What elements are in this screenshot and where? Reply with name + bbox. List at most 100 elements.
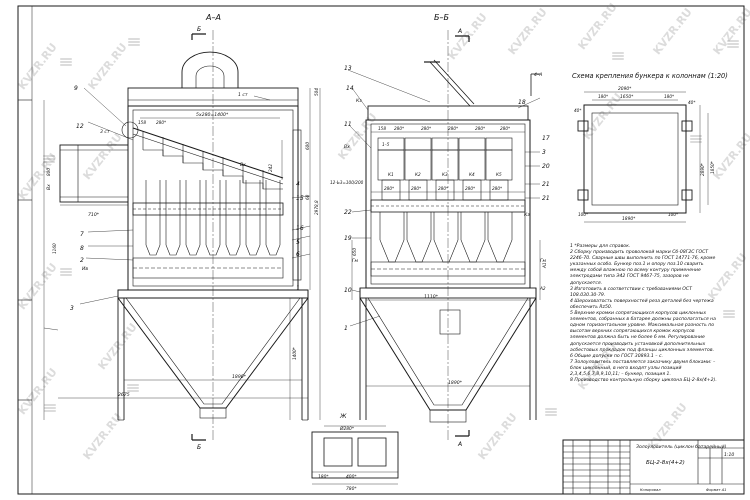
dim-1110: 1110* [424,294,439,300]
dim-zh-180: 180* [318,474,329,480]
dim-40b: 40* [688,100,695,105]
title-block-scale: 1:10 [724,452,734,458]
dim-280-bb2: 280* [421,126,431,131]
pos-18: 18 [518,99,526,106]
note-8: 8 Производство контрольную сборку циклон… [570,378,717,384]
label-vx-bb: Вх [344,144,350,150]
pos-7: 7 [80,231,84,238]
dim-2675: 2675 [118,392,130,398]
label-gm-1: Гм [352,258,359,264]
dim-5x280: 5х280=1400* [196,112,229,118]
title-block-name: Золоуловитель (циклон батарейный) [636,444,727,450]
dim-zh-280: Ø280* [339,425,355,432]
dim-180a: 180* [598,94,608,99]
section-bb-title: Б–Б [434,13,449,22]
pos-1: 1 [296,285,300,292]
label-k4: К4 [469,172,475,177]
title-block-format: Формат А1 [706,488,726,492]
dim-2890: 2890* [700,163,705,176]
bunker-fixing-scheme [577,91,709,223]
pos-3: 3 [70,305,74,312]
dim-1650: 1650* [620,94,634,100]
pos-2: 2 [80,257,84,264]
dim-12-b3: 12-Ь3=100/200 [330,180,364,185]
pos-3-bb: 3 [542,149,546,156]
label-n2: 1 ст [238,92,248,98]
dim-2978: 2978,8 [314,200,319,215]
cut-mark-b-top: Б [197,26,201,33]
dim-280-bb9: 280* [465,186,475,191]
pos-1-bb: 1 [344,325,348,332]
label-k2: К2 [415,172,421,177]
dim-800: 800 [46,168,51,176]
note-1: 1 *Размеры для справок. [570,244,631,249]
section-aa-title: А–А [205,13,221,22]
dim-280-bb10: 280* [492,186,502,191]
cut-mark-a-top: А [457,28,462,35]
pos-5: 5 [296,239,300,246]
dim-a2: А2 [539,286,546,291]
cut-mark-a-bottom: А [457,441,462,448]
pos-10: 10 [344,287,352,294]
pos-20: 20 [542,163,550,170]
dim-280-bb6: 280* [384,186,394,191]
dim-1160: 1160 [52,243,57,254]
dim-280: 280* [156,120,166,125]
note-5: 5 Верхние кромки сопрягающихся корпусов … [570,311,716,353]
dim-242: 242 [268,164,273,172]
dim-60: 60 [305,194,310,200]
dim-158: 158 [138,120,146,125]
label-vx: Вх [46,184,52,190]
pos-14: 14 [346,85,354,92]
scheme-title: Схема крепления бункера к колоннам (1:20… [572,72,728,80]
note-7: 7 Золоуловитель поставляется заказчику д… [570,359,716,377]
dim-600: 600 [305,142,310,150]
view-bb [347,30,541,440]
pos-19: 19 [344,235,352,242]
label-gm-2: Гм [540,258,547,264]
label-ivx: Ив [82,266,88,272]
label-4a: 4–А [534,72,542,78]
pos-3st: 3 ст [100,129,110,135]
dim-158-bb: 158 [378,126,386,131]
dim-280-bb7: 280* [411,186,421,191]
dim-280-bb1: 280* [394,126,404,131]
dim-zh-400: 400* [346,474,357,480]
label-k5: К5 [496,172,502,177]
dim-650: 650 [352,248,357,256]
title-block-copied: Копировал [640,488,661,492]
pos-17: 17 [542,135,550,142]
dim-1850: 1850* [710,161,715,174]
dim-1890-scheme: 1890* [622,216,636,222]
pos-15: 15 [296,195,304,202]
pos-21-bb: 21 [542,195,550,202]
pos-6: 6 [296,251,300,258]
dim-710: 710* [88,212,100,218]
dim-180b: 180* [664,94,674,99]
dim-40a: 40* [574,108,581,113]
title-block-code: БЦ-2-8х(4+2) [646,460,685,466]
title-block [562,439,745,495]
view-aa [43,30,321,441]
pos-16: 16 [296,225,304,232]
cut-mark-b-bottom: Б [197,444,201,451]
label-1-5: 1–5 [382,142,390,147]
view-zh [311,425,399,485]
dim-280-bb5: 280* [500,126,510,131]
dim-280-bb4: 280* [475,126,485,131]
pos-22: 22 [344,209,352,216]
note-3: 3 Изготовить в соответствии с требования… [570,286,692,298]
pos-21: 21 [542,181,550,188]
label-k1: К1 [388,172,394,177]
note-6: 6 Общие допуски по ГОСТ 30893.1 – с. [570,353,664,359]
dim-zh-780: 780* [346,486,357,492]
pos-4: 4 [296,181,300,188]
dim-280-bb3: 280* [448,126,458,131]
dim-100b: 100* [668,212,678,217]
label-ekh: Вх [240,162,246,168]
dim-1400: 1400* [292,347,297,360]
pos-13: 13 [344,65,352,72]
label-k3: К3 [442,172,448,177]
